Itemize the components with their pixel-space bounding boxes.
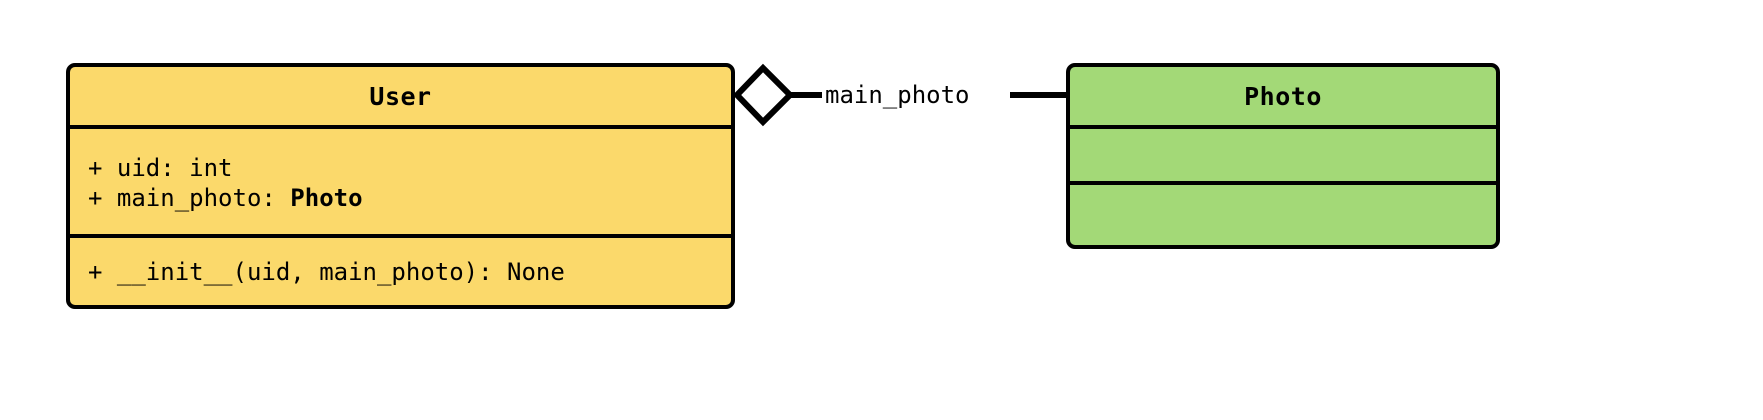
attribute-main-photo-prefix: + main_photo:	[88, 183, 291, 212]
class-title-compartment-user: User	[70, 67, 731, 125]
association-label: main_photo	[825, 81, 970, 109]
attribute-main-photo-type: Photo	[290, 183, 363, 212]
aggregation-diamond-icon	[732, 63, 795, 127]
class-methods-compartment-photo	[1070, 181, 1496, 245]
method-init: + __init__(uid, main_photo): None	[88, 257, 565, 286]
class-title-compartment-photo: Photo	[1070, 67, 1496, 125]
uml-class-photo[interactable]: Photo	[1066, 63, 1500, 249]
class-name-user: User	[369, 81, 432, 111]
uml-class-user[interactable]: User + uid: int + main_photo: Photo + __…	[66, 63, 735, 309]
class-name-photo: Photo	[1244, 81, 1322, 111]
class-methods-compartment-user: + __init__(uid, main_photo): None	[70, 234, 731, 305]
class-attributes-compartment-user: + uid: int + main_photo: Photo	[70, 125, 731, 234]
class-attributes-compartment-photo	[1070, 125, 1496, 181]
attribute-uid: + uid: int	[88, 153, 233, 182]
attribute-main-photo: + main_photo: Photo	[70, 183, 731, 213]
